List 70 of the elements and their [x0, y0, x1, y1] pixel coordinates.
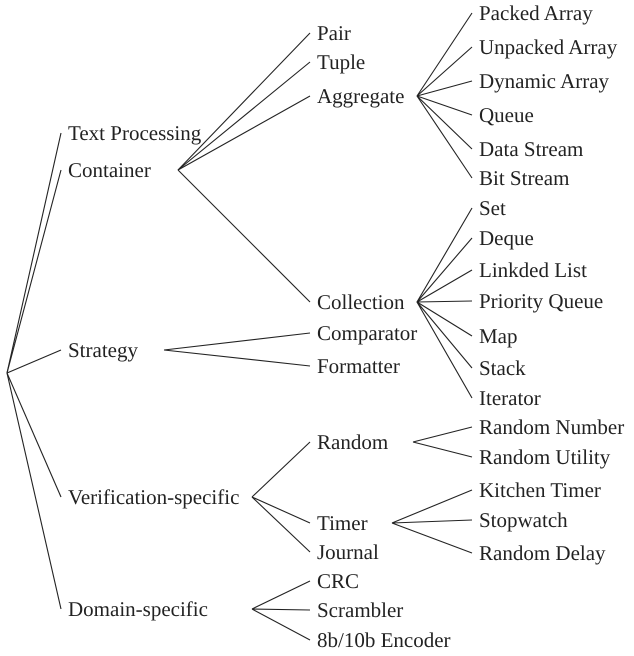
tree-branch-line	[252, 442, 310, 498]
tree-label: Container	[61, 159, 178, 181]
tree-branch-line	[416, 208, 472, 302]
tree-branch-line	[6, 372, 62, 610]
tree-label: Kitchen Timer	[472, 479, 601, 501]
tree-label: Bit Stream	[472, 167, 570, 189]
tree-branch-line	[417, 300, 472, 303]
tree-branch-line	[392, 519, 472, 524]
tree-label: Set	[472, 197, 506, 219]
tree-branch-line	[416, 238, 472, 302]
tree-branch-line	[252, 496, 310, 524]
tree-label: Random	[310, 431, 413, 453]
tree-label: Aggregate	[310, 85, 417, 107]
tree-branch-line	[178, 32, 310, 170]
tree-label: Linkded List	[472, 259, 587, 281]
tree-label: Priority Queue	[472, 290, 604, 312]
tree-label: Unpacked Array	[472, 36, 618, 58]
tree-label: Stack	[472, 357, 526, 379]
tree-branch-line	[416, 96, 472, 178]
tree-branch-line	[6, 132, 62, 374]
tree-branch-line	[412, 441, 472, 458]
tree-label: Tuple	[310, 51, 366, 73]
tree-label: Packed Array	[472, 2, 593, 24]
tree-branch-line	[252, 496, 310, 552]
tree-label: Scrambler	[310, 599, 404, 621]
tree-label: Map	[472, 325, 518, 347]
tree-label: Random Number	[472, 416, 624, 438]
tree-branch-line	[416, 96, 472, 150]
tree-label: Domain-specific	[61, 598, 252, 620]
tree-branch-line	[392, 490, 472, 524]
tree-branch-line	[6, 372, 62, 498]
tree-label: Strategy	[61, 339, 164, 361]
tree-label: Journal	[310, 541, 379, 563]
tree-label: Text Processing	[61, 122, 202, 144]
tree-label: Verification-specific	[61, 486, 252, 508]
tree-branch-line	[6, 350, 62, 374]
tree-label: Timer	[310, 512, 392, 534]
tree-branch-line	[164, 349, 310, 367]
tree-branch-line	[412, 426, 472, 443]
tree-branch-line	[252, 608, 310, 611]
tree-label: Collection	[310, 291, 417, 313]
tree-label: Formatter	[310, 355, 400, 377]
tree-branch-line	[6, 170, 62, 374]
tree-label: 8b/10b Encoder	[310, 629, 451, 651]
tree-branch-line	[252, 580, 310, 610]
tree-label: Stopwatch	[472, 509, 568, 531]
tree-label: Random Utility	[472, 446, 610, 468]
tree-label: Data Stream	[472, 138, 584, 160]
tree-label: Iterator	[472, 387, 541, 409]
tree-label: Dynamic Array	[472, 70, 610, 92]
tree-branch-line	[252, 608, 310, 640]
tree-label: Deque	[472, 227, 534, 249]
tree-label: Pair	[310, 22, 351, 44]
tree-branch-line	[416, 270, 472, 302]
tree-branch-line	[416, 302, 472, 368]
tree-branch-line	[164, 332, 310, 351]
tree-branch-line	[416, 80, 472, 97]
tree-branch-line	[416, 302, 472, 336]
tree-branch-line	[416, 95, 472, 116]
tree-branch-line	[416, 302, 472, 398]
tree-branch-line	[392, 522, 472, 554]
tree-label: Queue	[472, 104, 534, 126]
tree-branch-line	[416, 46, 472, 96]
tree-label: CRC	[310, 570, 360, 592]
tree-branch-line	[416, 12, 472, 96]
tree-label: Comparator	[310, 322, 418, 344]
tree-branch-line	[178, 96, 310, 170]
tree-label: Random Delay	[472, 542, 606, 564]
tree-branch-line	[178, 170, 310, 302]
tree-branch-line	[178, 62, 310, 170]
